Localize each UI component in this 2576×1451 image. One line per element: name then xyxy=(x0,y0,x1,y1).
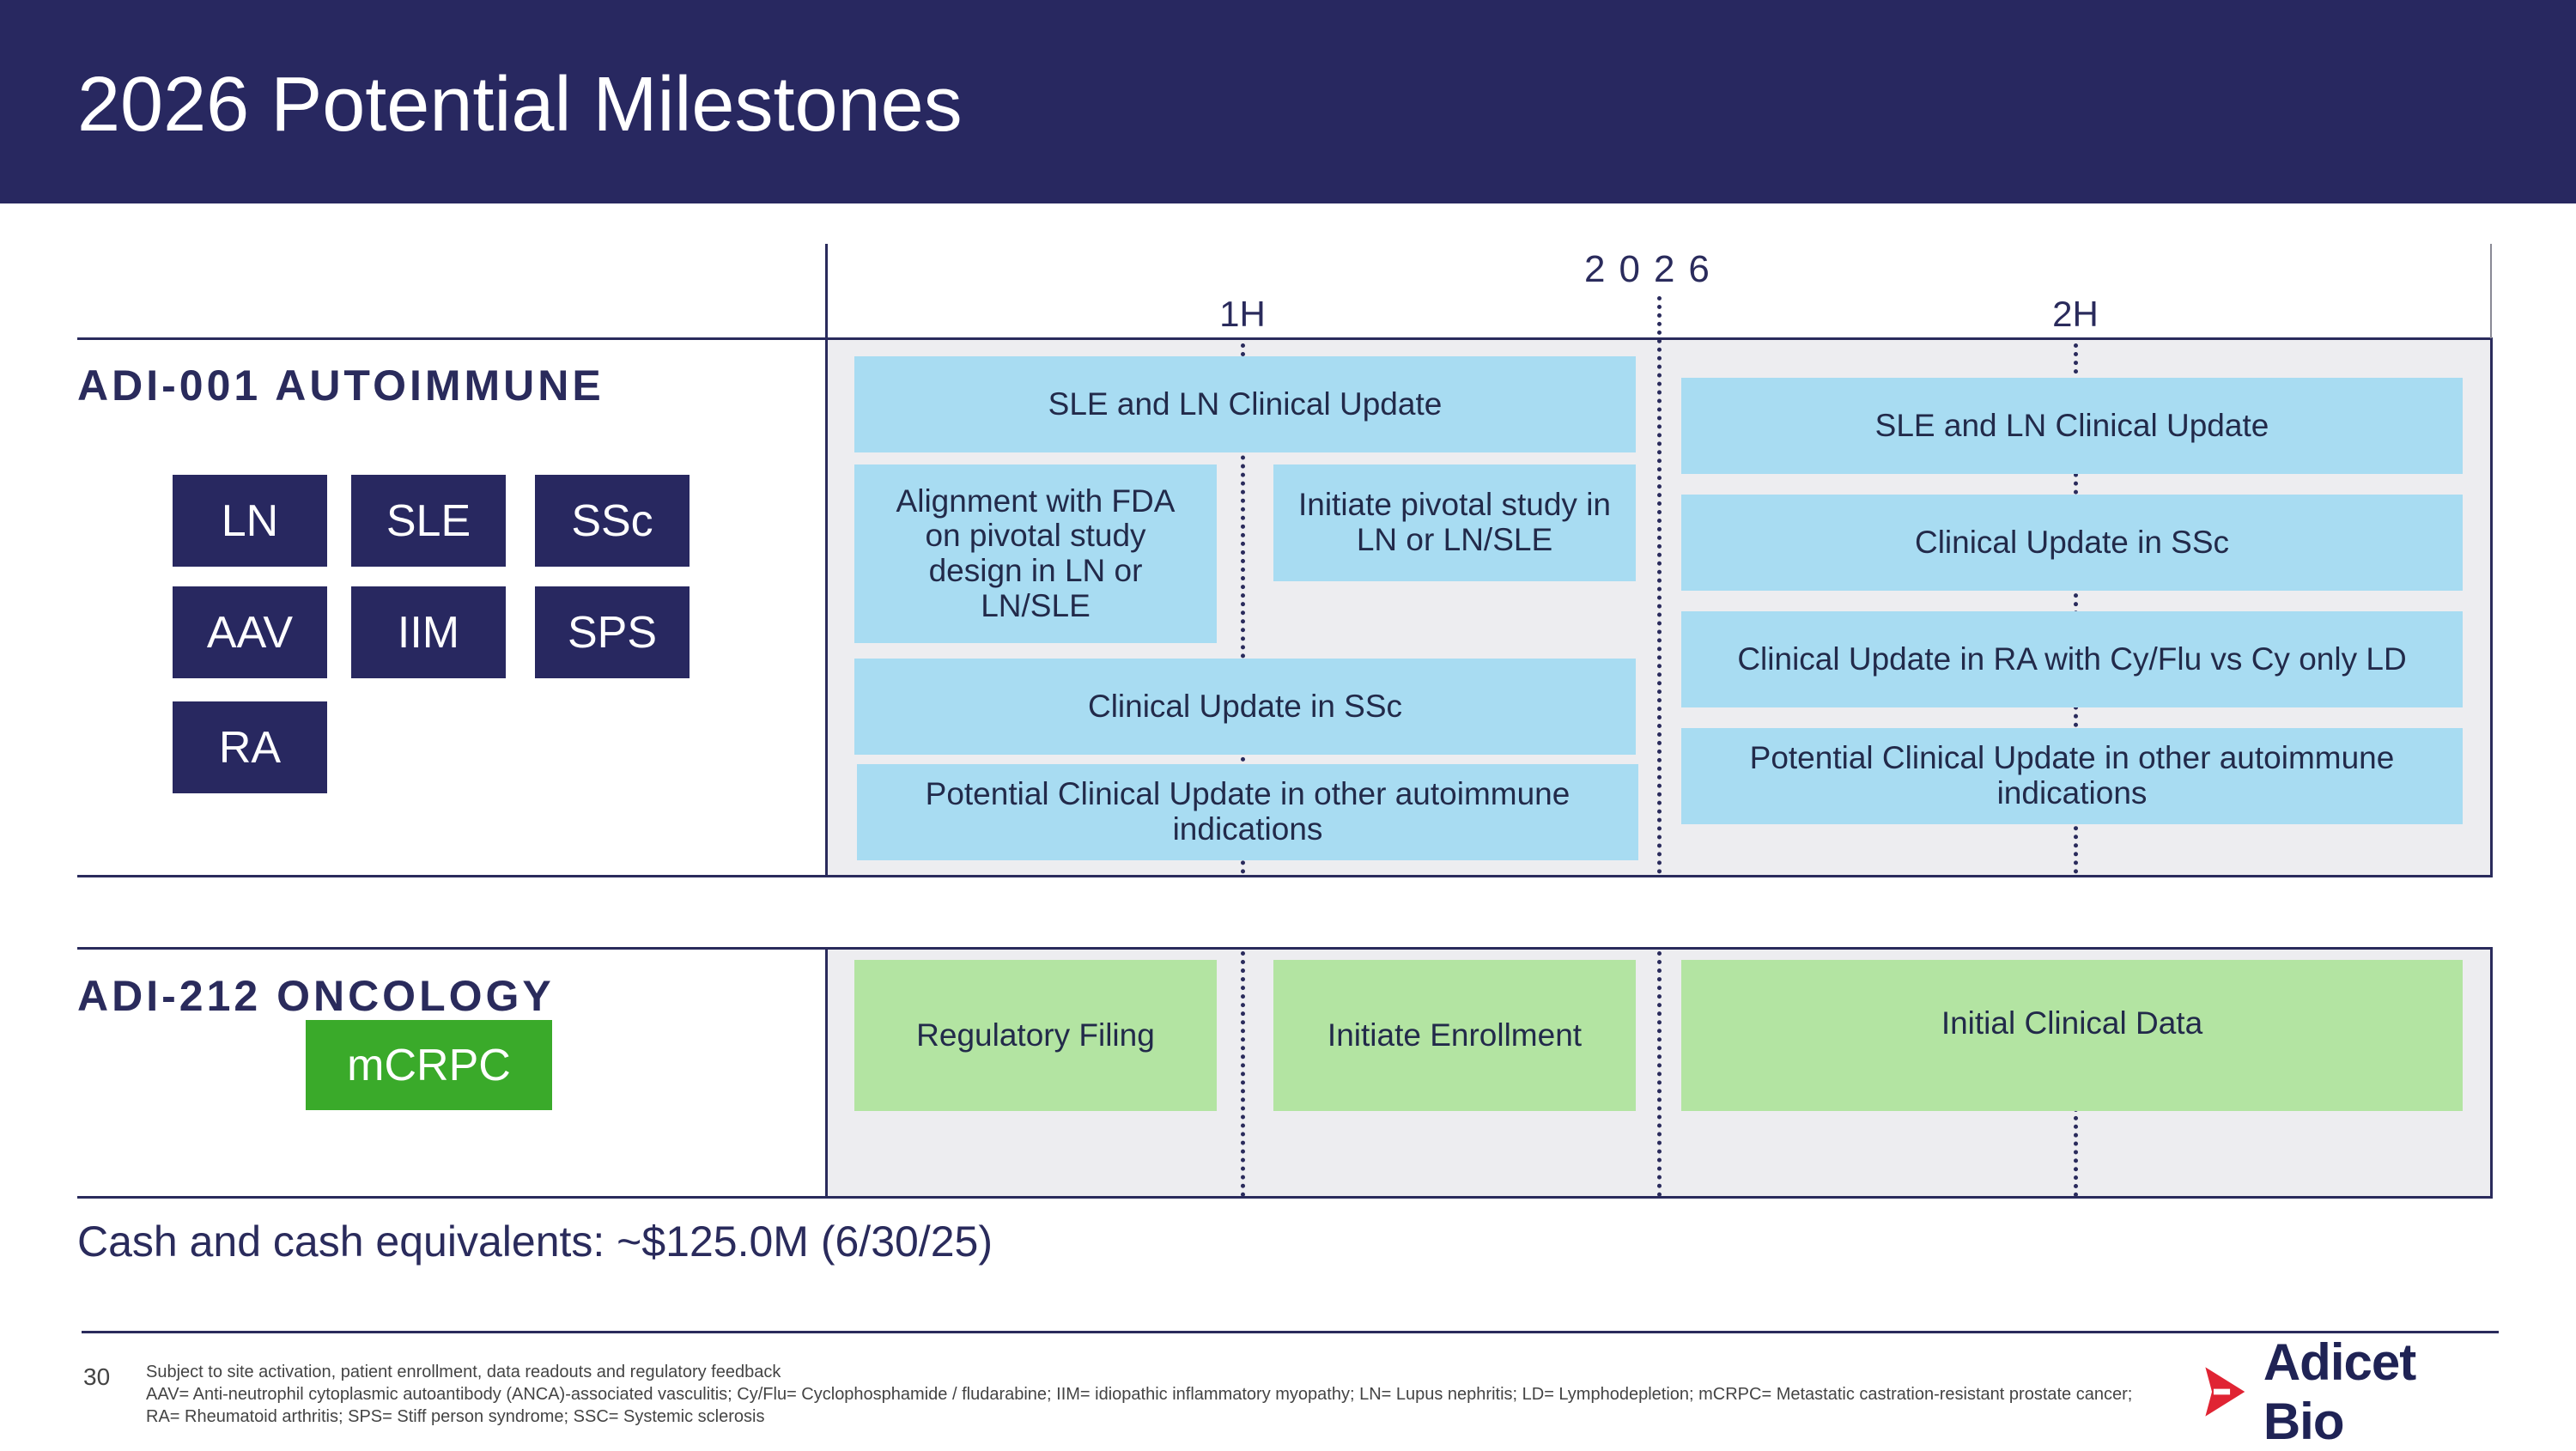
indication-tag-aav: AAV xyxy=(173,586,327,678)
milestone-initial-clinical-data: Initial Clinical Data xyxy=(1681,960,2463,1111)
indication-tag-sle: SLE xyxy=(351,475,506,567)
milestone-2h-ra-update: Clinical Update in RA with Cy/Flu vs Cy … xyxy=(1681,611,2463,707)
indication-tag-ln: LN xyxy=(173,475,327,567)
indication-tag-iim: IIM xyxy=(351,586,506,678)
adicet-logo-icon xyxy=(2205,1367,2245,1417)
h1-midline xyxy=(1241,343,1245,874)
oncology-heading: ADI-212 ONCOLOGY xyxy=(77,972,555,1020)
autoimmune-right-border xyxy=(2490,339,2493,876)
milestone-2h-sle-ln-update: SLE and LN Clinical Update xyxy=(1681,378,2463,474)
timeline-right-tick xyxy=(2490,244,2492,338)
milestone-1h-other-indications: Potential Clinical Update in other autoi… xyxy=(857,764,1638,860)
footer-divider xyxy=(82,1331,2499,1333)
year-label: 2026 xyxy=(1584,248,1723,290)
footnotes: Subject to site activation, patient enro… xyxy=(146,1361,2147,1428)
milestone-1h-fda-alignment: Alignment with FDA on pivotal study desi… xyxy=(854,464,1217,643)
oncology-top-line xyxy=(77,947,2493,950)
second-half-label: 2H xyxy=(2052,294,2099,334)
milestone-initiate-enrollment: Initiate Enrollment xyxy=(1273,960,1636,1111)
first-half-label: 1H xyxy=(1219,294,1266,334)
h2-midline xyxy=(2074,343,2078,874)
company-logo: Adicet Bio xyxy=(2194,1333,2499,1450)
autoimmune-top-line xyxy=(77,337,2493,340)
indication-tag-ssc: SSc xyxy=(535,475,690,567)
h1-midline-oncology xyxy=(1241,951,1245,1197)
half-year-divider-oncology xyxy=(1657,951,1662,1197)
indication-tag-sps: SPS xyxy=(535,586,690,678)
logo-text: Adicet Bio xyxy=(2263,1333,2416,1450)
h2-midline-oncology xyxy=(2074,1108,2078,1197)
indication-tag-ra: RA xyxy=(173,701,327,793)
oncology-bottom-line xyxy=(77,1196,2493,1199)
header-bar xyxy=(0,0,2576,203)
timeline-left-border xyxy=(825,244,828,876)
milestone-1h-sle-ln-update: SLE and LN Clinical Update xyxy=(854,356,1636,452)
footnote-abbreviations: AAV= Anti-neutrophil cytoplasmic autoant… xyxy=(146,1385,2133,1426)
autoimmune-bottom-line xyxy=(77,875,2493,877)
autoimmune-heading: ADI-001 AUTOIMMUNE xyxy=(77,361,605,410)
oncology-right-border xyxy=(2490,947,2493,1199)
cash-position: Cash and cash equivalents: ~$125.0M (6/3… xyxy=(77,1217,993,1266)
milestone-2h-ssc-update: Clinical Update in SSc xyxy=(1681,495,2463,591)
page-number: 30 xyxy=(83,1363,111,1390)
milestone-2h-other-indications: Potential Clinical Update in other autoi… xyxy=(1681,728,2463,824)
half-year-divider xyxy=(1657,296,1662,874)
slide-title: 2026 Potential Milestones xyxy=(77,62,963,148)
milestone-regulatory-filing: Regulatory Filing xyxy=(854,960,1217,1111)
milestone-1h-initiate-pivotal: Initiate pivotal study in LN or LN/SLE xyxy=(1273,464,1636,581)
milestone-1h-ssc-update: Clinical Update in SSc xyxy=(854,659,1636,755)
footnote-disclaimer: Subject to site activation, patient enro… xyxy=(146,1363,781,1381)
oncology-left-border xyxy=(825,947,828,1199)
indication-tag-mcrpc: mCRPC xyxy=(306,1020,552,1110)
